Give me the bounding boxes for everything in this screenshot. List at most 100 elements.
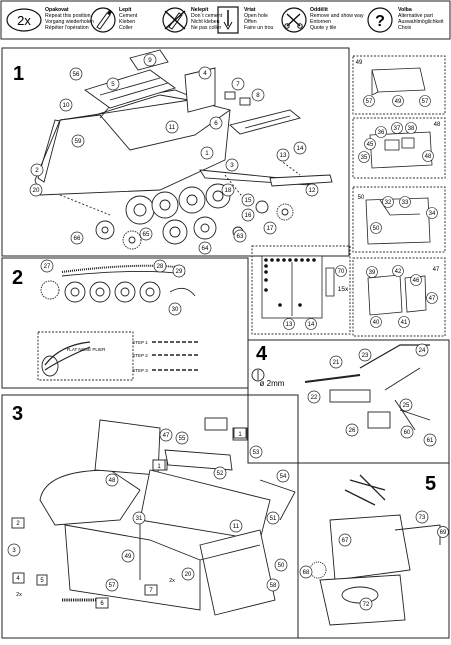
legend-text: Coller bbox=[119, 25, 133, 31]
step1-drawing bbox=[34, 49, 333, 250]
callout-box-label: 4 bbox=[16, 576, 20, 582]
callout: 16 bbox=[245, 212, 252, 219]
callout: 50 bbox=[373, 226, 380, 232]
callout: 3 bbox=[12, 548, 16, 554]
legend-text: Öffen bbox=[244, 18, 257, 25]
callout: 21 bbox=[333, 360, 340, 366]
callout: 57 bbox=[109, 583, 116, 589]
step5-panel bbox=[297, 462, 450, 639]
callout: 3 bbox=[230, 162, 234, 169]
callout: 11 bbox=[233, 524, 240, 530]
legend-text: Nicht kleben bbox=[191, 19, 220, 25]
step-label: STEP 2 bbox=[132, 353, 148, 358]
callout: 31 bbox=[136, 516, 143, 522]
step-label: STEP 1 bbox=[132, 340, 148, 345]
legend-text: Répéter l'opération bbox=[45, 25, 89, 31]
sub-panel-49 bbox=[352, 55, 446, 115]
legend-text: Faire un trou bbox=[244, 25, 274, 31]
callout: 36 bbox=[378, 130, 385, 136]
callout: 65 bbox=[143, 231, 150, 238]
step-label: STEP 3 bbox=[132, 368, 148, 373]
callout: 48 bbox=[434, 122, 441, 128]
callout: 8 bbox=[256, 92, 260, 99]
callout: 18 bbox=[225, 187, 232, 194]
callout-box-label: 2 bbox=[16, 521, 20, 527]
callout: 47 bbox=[429, 296, 436, 302]
callout: 73 bbox=[419, 515, 426, 521]
callout: 27 bbox=[44, 264, 51, 270]
callout: 30 bbox=[172, 307, 179, 313]
step2-drawing bbox=[37, 264, 200, 381]
legend-text: Oddělit bbox=[310, 7, 328, 13]
callout: 5 bbox=[111, 81, 115, 88]
legend-text: Lepit bbox=[119, 7, 132, 13]
callout: 61 bbox=[427, 438, 434, 444]
callout: 54 bbox=[280, 474, 287, 480]
callout: 13 bbox=[280, 152, 287, 159]
legend-text: Choix bbox=[398, 25, 412, 31]
sub-assembly-drawings bbox=[261, 67, 433, 319]
callout: 24 bbox=[419, 348, 426, 354]
callout: 10 bbox=[63, 102, 70, 109]
legend-text: Remove and show way bbox=[310, 13, 364, 19]
callout-box-label: 1 bbox=[157, 464, 161, 470]
callout: 12 bbox=[309, 187, 316, 194]
glue-icon bbox=[90, 7, 116, 33]
callout: 25 bbox=[403, 403, 410, 409]
callout: 29 bbox=[176, 269, 183, 275]
callout: 26 bbox=[349, 428, 356, 434]
twice-mark: 2x bbox=[169, 578, 175, 584]
sprue-quantity: 15x bbox=[338, 286, 349, 293]
drill-icon bbox=[217, 6, 239, 34]
callout: 35 bbox=[361, 155, 368, 161]
callout: 20 bbox=[185, 572, 192, 578]
callout: 7 bbox=[236, 81, 240, 88]
callout: 48 bbox=[109, 478, 116, 484]
callout: 1 bbox=[205, 150, 209, 157]
step-number: 4 bbox=[256, 343, 268, 365]
sub-callouts: 49 57 49 57 48 35 36 37 38 45 48 50 32 3… bbox=[283, 60, 441, 330]
question-symbol: ? bbox=[375, 13, 385, 30]
callout: 38 bbox=[408, 126, 415, 132]
step5-drawing bbox=[309, 474, 441, 626]
step-number: 5 bbox=[425, 473, 436, 495]
drill-size: ø 2mm bbox=[260, 379, 285, 388]
legend-bar: 2x Opakovat Repeat this position Vorgang… bbox=[0, 0, 451, 40]
callout: 51 bbox=[270, 516, 277, 522]
callout: 28 bbox=[157, 264, 164, 270]
legend-text: Entornen bbox=[310, 19, 331, 25]
step1-callouts: 56 5 9 4 7 8 10 11 6 59 1 2 3 13 14 12 2… bbox=[29, 53, 319, 255]
callout: 42 bbox=[395, 269, 402, 275]
callout: 46 bbox=[413, 278, 420, 284]
legend-text: Cement bbox=[119, 13, 138, 19]
callout: 60 bbox=[404, 430, 411, 436]
callout: 52 bbox=[217, 471, 224, 477]
step-number: 3 bbox=[12, 403, 23, 425]
callout: 39 bbox=[369, 270, 376, 276]
callout: 59 bbox=[75, 138, 82, 145]
callout: 22 bbox=[311, 395, 318, 401]
no-glue-icon bbox=[162, 7, 188, 33]
legend-text: Ne pas coller bbox=[191, 25, 222, 31]
callout: 32 bbox=[385, 200, 392, 206]
step2-panel bbox=[1, 257, 249, 389]
legend-text: Vorgang wiederholen bbox=[45, 19, 94, 25]
callout: 37 bbox=[394, 126, 401, 132]
callout: 47 bbox=[433, 267, 440, 273]
callout: 47 bbox=[163, 433, 170, 439]
question-icon: ? bbox=[367, 7, 393, 33]
repeat-symbol: 2x bbox=[17, 13, 31, 28]
callout: 72 bbox=[363, 602, 370, 608]
cut-icon bbox=[281, 7, 307, 33]
callout: 6 bbox=[214, 120, 218, 127]
callout: 15 bbox=[245, 197, 252, 204]
callout: 55 bbox=[179, 436, 186, 442]
callout: 13 bbox=[286, 322, 293, 328]
sprue-dots bbox=[264, 258, 316, 307]
callout-box-label: 7 bbox=[149, 588, 153, 594]
sub-panel-47 bbox=[352, 257, 446, 337]
callout: 66 bbox=[74, 235, 81, 242]
callout: 23 bbox=[362, 353, 369, 359]
